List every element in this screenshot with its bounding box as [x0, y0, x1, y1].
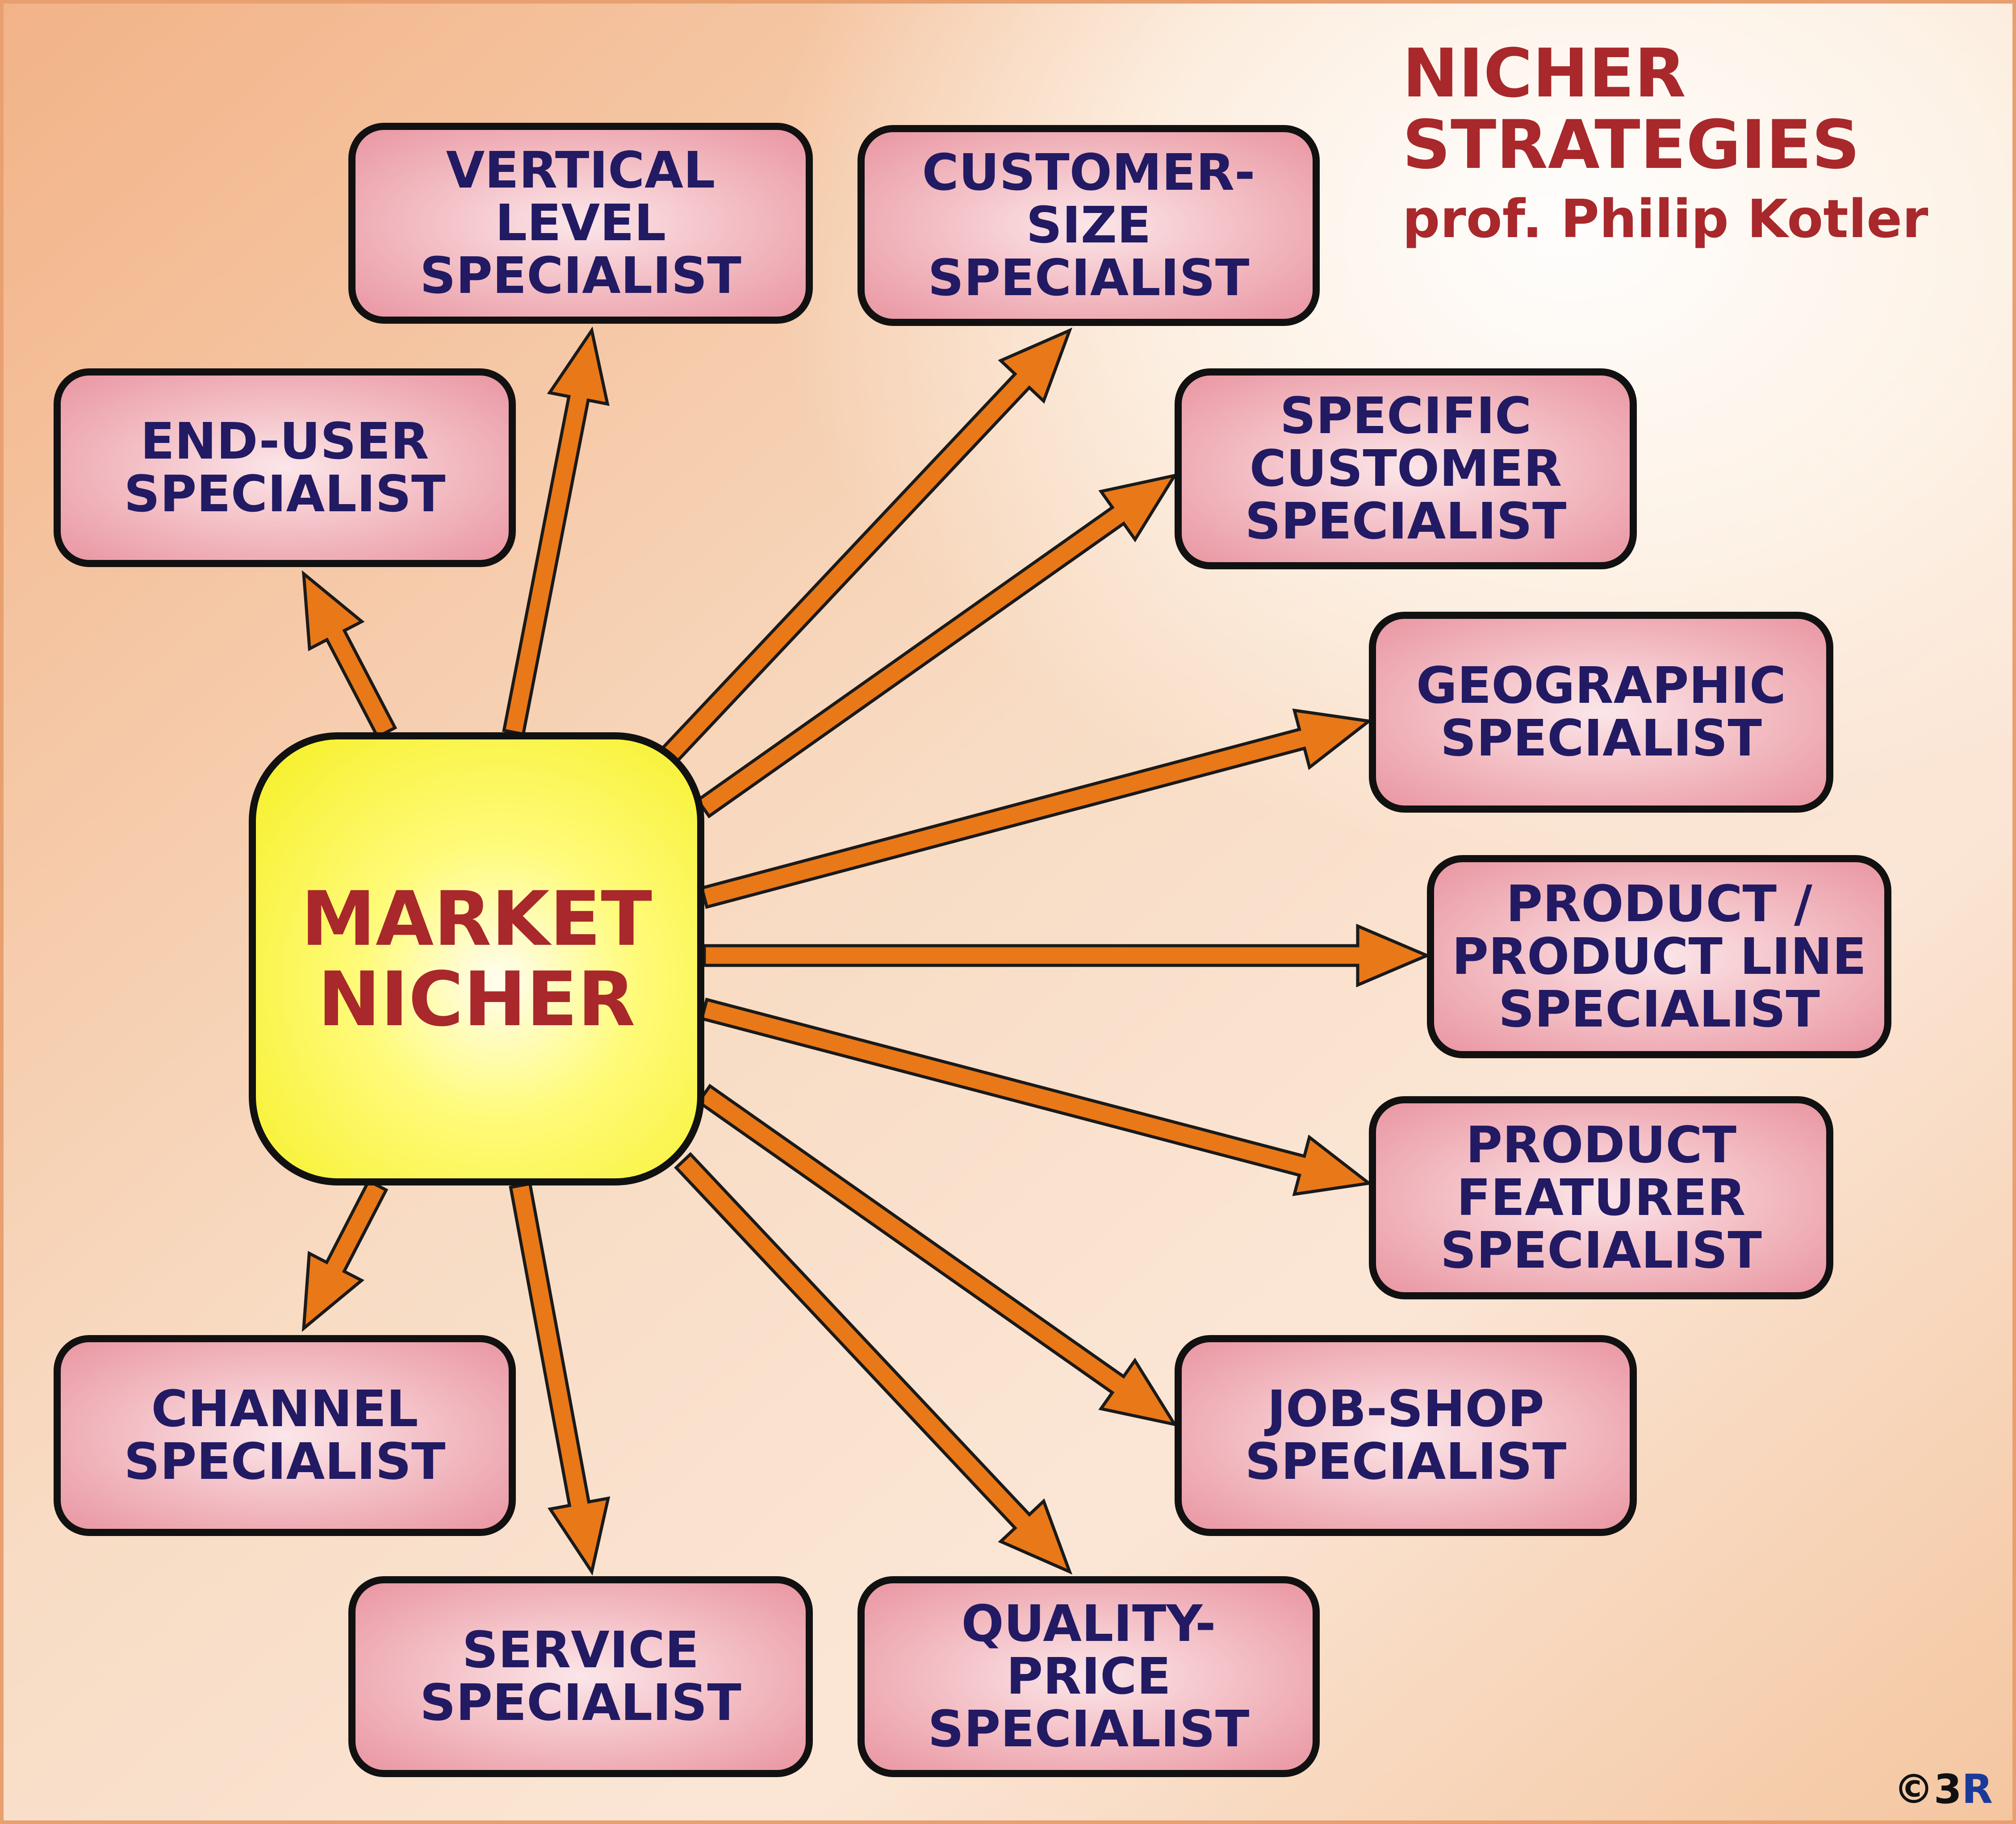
box-line: FEATURER — [1456, 1169, 1746, 1227]
market-nicher-box: MARKET NICHER — [249, 732, 704, 1185]
box-end-user: END-USER SPECIALIST — [54, 368, 516, 567]
subtitle: prof. Philip Kotler — [1402, 188, 1928, 250]
box-line: SPECIALIST — [928, 249, 1250, 307]
box-channel: CHANNEL SPECIALIST — [54, 1335, 516, 1536]
box-line: CUSTOMER — [1249, 440, 1562, 498]
box-line: SIZE — [1026, 196, 1151, 255]
arrow-to-channel — [301, 1179, 389, 1332]
box-line: SPECIALIST — [124, 1433, 446, 1491]
title-line-1: NICHER — [1402, 35, 1686, 113]
box-line: GEOGRAPHIC — [1416, 657, 1786, 715]
arrow-to-customer-size — [661, 327, 1073, 764]
box-line: LEVEL — [495, 194, 666, 252]
box-line: SPECIALIST — [1440, 1221, 1762, 1280]
box-job-shop: JOB-SHOP SPECIALIST — [1175, 1335, 1637, 1536]
arrow-to-service — [509, 1181, 611, 1576]
box-line: PRODUCT / — [1506, 875, 1812, 933]
box-customer-size: CUSTOMER- SIZE SPECIALIST — [857, 125, 1320, 326]
title-line-2: STRATEGIES — [1402, 106, 1860, 184]
copyright-mark: ©3R — [1894, 1766, 1993, 1813]
box-geographic: GEOGRAPHIC SPECIALIST — [1369, 612, 1833, 813]
copyright-3: 3 — [1934, 1766, 1962, 1813]
box-line: CUSTOMER- — [922, 144, 1255, 202]
box-line: SPECIALIST — [124, 465, 446, 523]
arrow-to-product-line — [703, 923, 1431, 988]
box-line: SPECIALIST — [1498, 980, 1820, 1039]
arrow-to-specific-customer — [695, 473, 1178, 818]
center-line-1: MARKET — [301, 875, 652, 963]
box-line: SPECIFIC — [1280, 387, 1532, 445]
box-line: SERVICE — [462, 1621, 699, 1679]
box-line: SPECIALIST — [1245, 493, 1567, 551]
box-line: CHANNEL — [151, 1380, 418, 1438]
box-line: PRICE — [1006, 1648, 1171, 1706]
box-line: SPECIALIST — [420, 1674, 741, 1732]
box-line: JOB-SHOP — [1267, 1380, 1544, 1438]
center-line-2: NICHER — [318, 955, 636, 1043]
box-product-featurer: PRODUCT FEATURER SPECIALIST — [1369, 1096, 1833, 1299]
arrow-to-quality-price — [674, 1152, 1073, 1575]
box-line: SPECIALIST — [1245, 1433, 1567, 1491]
arrow-to-job-shop — [696, 1084, 1178, 1427]
box-line: SPECIALIST — [928, 1700, 1250, 1758]
arrow-to-geographic — [700, 708, 1373, 909]
box-vertical-level: VERTICAL LEVEL SPECIALIST — [348, 123, 813, 324]
box-line: VERTICAL — [446, 142, 715, 200]
copyright-r: R — [1962, 1766, 1993, 1813]
box-specific-customer: SPECIFIC CUSTOMER SPECIALIST — [1175, 368, 1637, 569]
box-product-line: PRODUCT / PRODUCT LINE SPECIALIST — [1427, 855, 1891, 1058]
box-line: PRODUCT LINE — [1451, 927, 1867, 986]
arrow-to-end-user — [301, 570, 397, 739]
box-line: SPECIALIST — [420, 247, 741, 305]
box-service: SERVICE SPECIALIST — [348, 1576, 813, 1777]
copyright-symbol: © — [1894, 1766, 1934, 1813]
arrow-to-vertical-level — [502, 326, 610, 736]
box-line: SPECIALIST — [1440, 710, 1762, 768]
box-line: PRODUCT — [1465, 1116, 1737, 1174]
box-line: END-USER — [140, 412, 429, 471]
arrow-to-product-featurer — [700, 998, 1373, 1196]
box-quality-price: QUALITY- PRICE SPECIALIST — [857, 1576, 1320, 1777]
box-line: QUALITY- — [961, 1595, 1216, 1653]
